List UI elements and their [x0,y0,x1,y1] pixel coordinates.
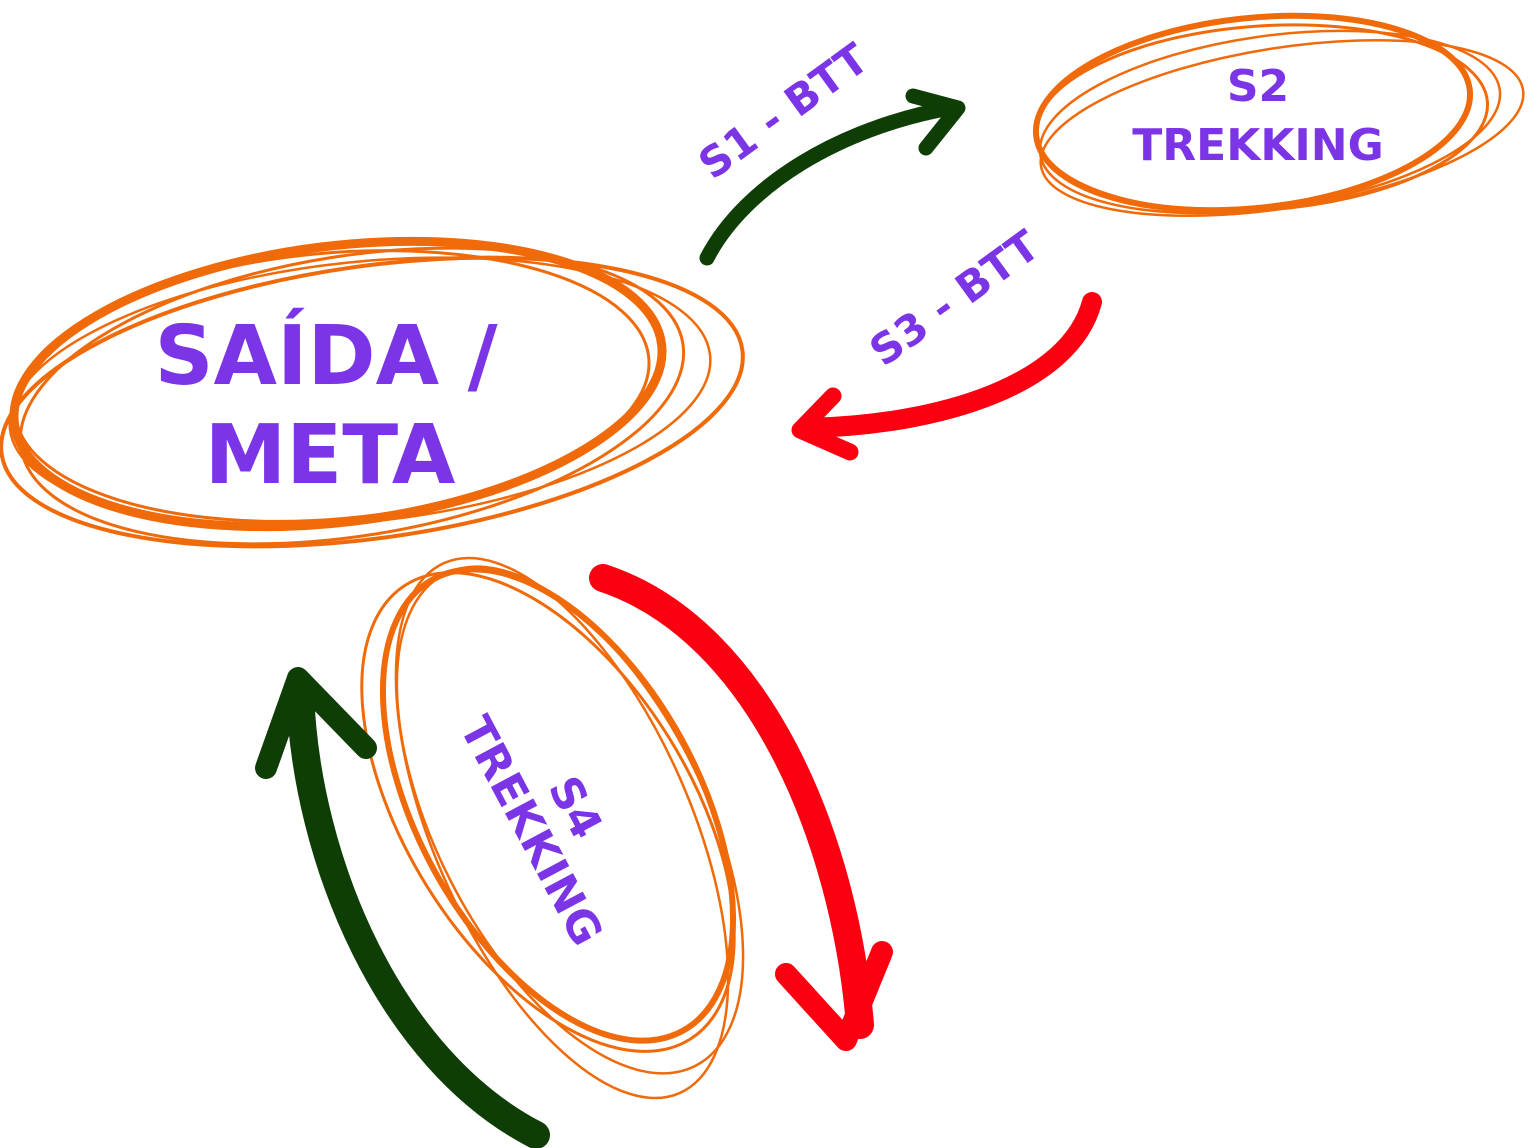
s3-arrow [798,292,1102,438]
start-finish-ellipse [0,236,745,549]
s4-up-edge [255,667,550,1148]
start-finish-label-line2: META [205,408,456,503]
s2-ellipse [1032,12,1525,218]
s4-up-arrow [286,676,550,1148]
s2-label-line1: S2 [1227,61,1289,112]
s4-ellipse [360,556,745,1100]
s3-edge-label: S3 - BTT [861,221,1049,376]
s2-label-line2: TREKKING [1132,120,1383,171]
s2-node: S2 TREKKING [1032,12,1525,218]
s4-down-arrow [589,564,874,1039]
s1-edge-label: S1 - BTT [690,34,878,189]
s4-down-arrowhead [775,941,893,1051]
s4-up-arrowhead [255,667,377,779]
s1-arrowhead [905,88,966,156]
start-finish-node: SAÍDA / META [0,236,745,549]
s4-down-edge [589,564,893,1051]
start-finish-label-line1: SAÍDA / [154,308,497,404]
s1-edge: S1 - BTT [690,34,966,266]
s1-arrow [699,100,958,266]
s3-edge: S3 - BTT [791,221,1102,461]
s3-arrowhead [791,387,859,461]
s4-node: S4 TREKKING [360,556,745,1100]
